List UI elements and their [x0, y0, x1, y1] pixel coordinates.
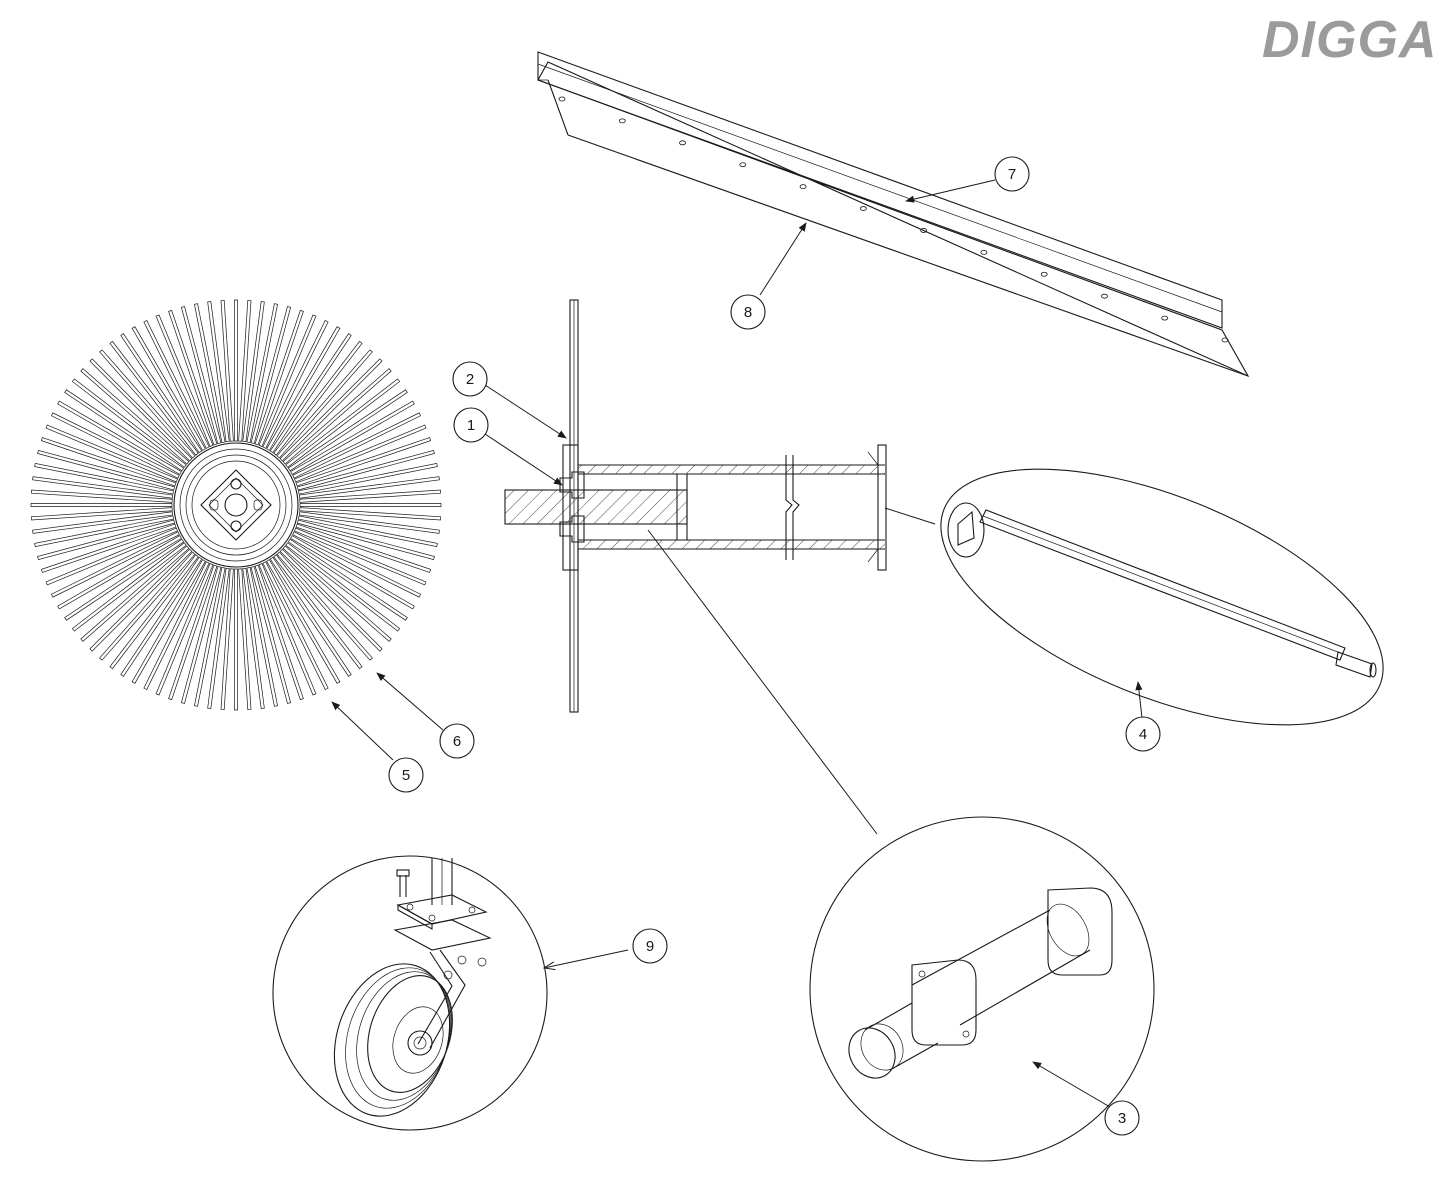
callout-6-label: 6	[453, 733, 461, 750]
callout-6: 6	[439, 723, 475, 759]
stub-shaft-detail-3	[647, 529, 1155, 1162]
shaft-detail-4	[884, 468, 1384, 726]
callout-4-label: 4	[1139, 726, 1147, 743]
callout-3: 3	[1104, 1100, 1140, 1136]
callout-9: 9	[632, 928, 668, 964]
blade-strip-part	[537, 51, 1250, 378]
callout-1-label: 1	[467, 417, 475, 434]
callout-1: 1	[453, 407, 489, 443]
shaft-section-view	[504, 299, 887, 713]
digga-logo: DIGGA	[1262, 11, 1433, 69]
callout-5-label: 5	[402, 767, 410, 784]
callout-2-label: 2	[466, 371, 474, 388]
callout-7: 7	[994, 156, 1030, 192]
callout-2: 2	[452, 361, 488, 397]
callout-5: 5	[388, 757, 424, 793]
callout-8-label: 8	[744, 304, 752, 321]
callout-8: 8	[730, 294, 766, 330]
brush-wheel-part	[30, 299, 442, 711]
callout-3-label: 3	[1118, 1110, 1126, 1127]
caster-wheel-detail-9	[272, 855, 548, 1131]
callout-7-label: 7	[1008, 166, 1016, 183]
leader-lines	[331, 179, 1143, 1108]
callout-9-label: 9	[646, 938, 654, 955]
callout-4: 4	[1125, 716, 1161, 752]
